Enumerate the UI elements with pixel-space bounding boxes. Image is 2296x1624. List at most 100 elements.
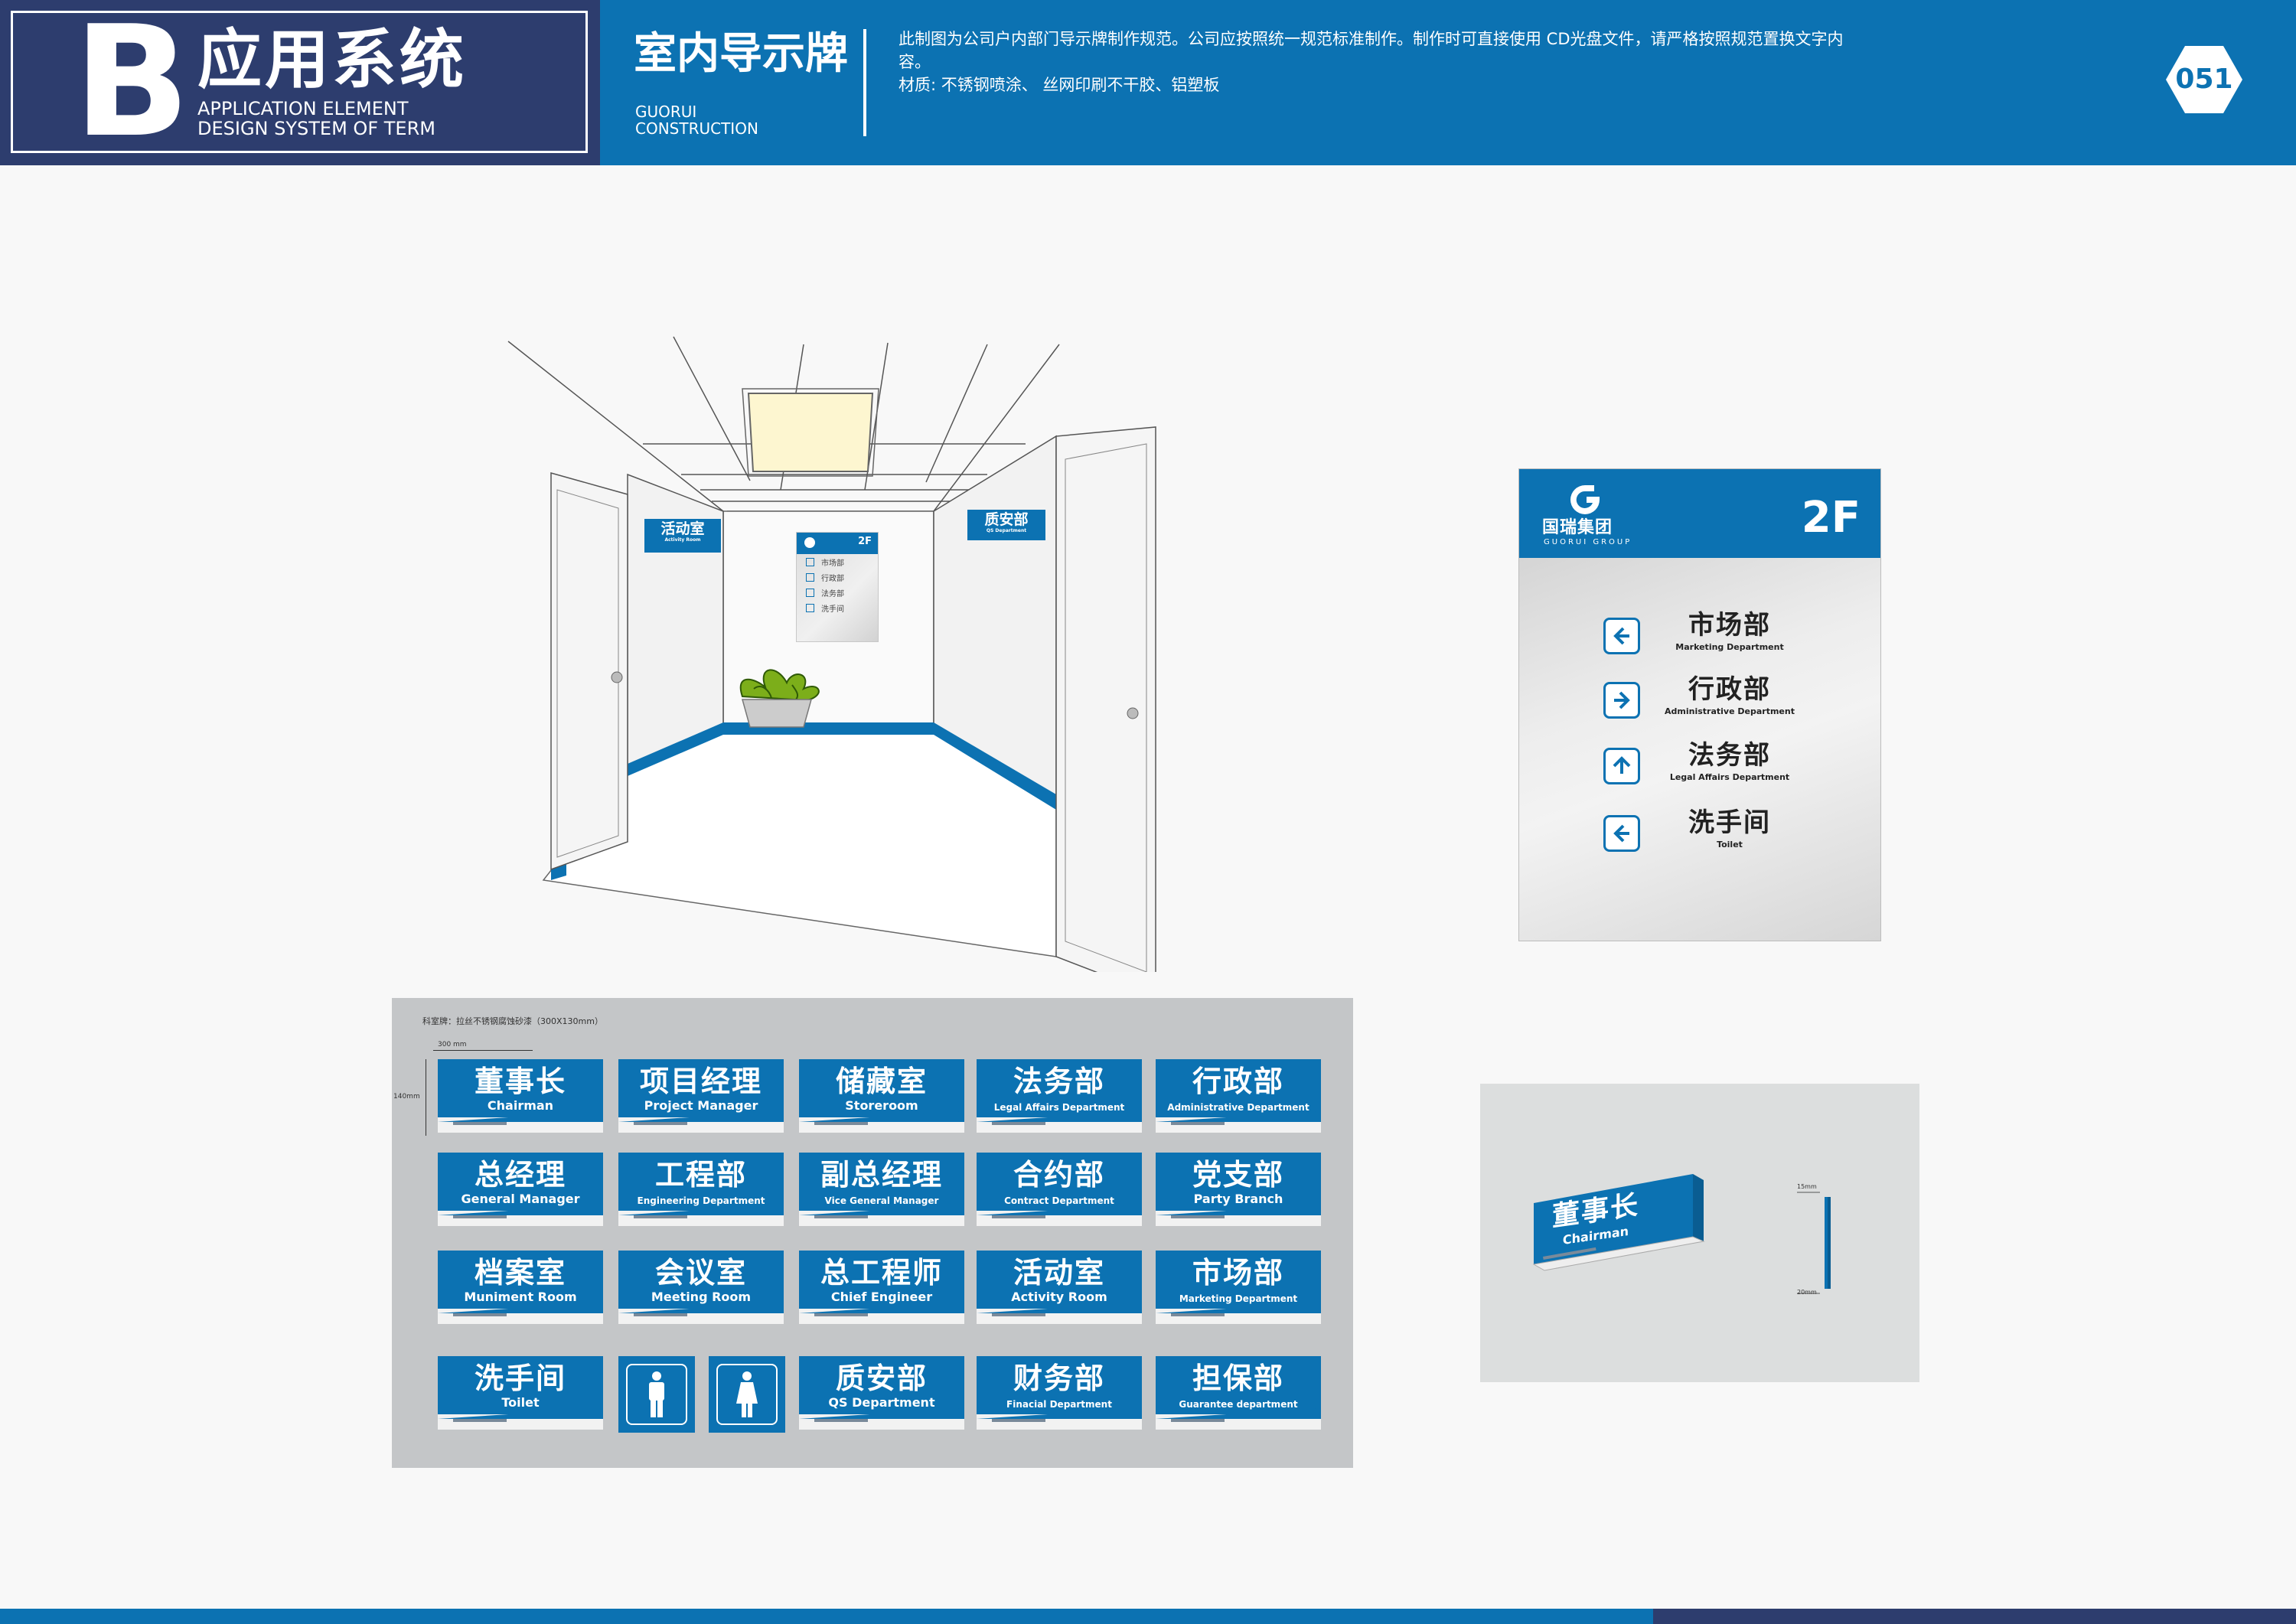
logo-icon bbox=[804, 537, 815, 548]
section-subtitle-line2: CONSTRUCTION bbox=[635, 119, 758, 138]
door-sign-strip bbox=[799, 1211, 964, 1226]
door-sign: 工程部 Engineering Department bbox=[618, 1153, 784, 1226]
arrow-up-icon bbox=[1603, 748, 1640, 784]
door-sign-strip bbox=[1156, 1414, 1321, 1430]
side-view-panel: 董事长 Chairman 15mm 20mm bbox=[1480, 1084, 1919, 1382]
door-sign-cn: 储藏室 bbox=[835, 1065, 928, 1098]
door-sign-cn: 工程部 bbox=[654, 1158, 747, 1192]
door-sign-en: Project Manager bbox=[644, 1098, 758, 1113]
door-sign-cn: 会议室 bbox=[654, 1256, 747, 1290]
floor-directory-board: 国瑞集团 GUORUI GROUP 2F 市场部 Marketing Depar… bbox=[1518, 468, 1881, 941]
brand-subtitle-line1: APPLICATION ELEMENT bbox=[197, 98, 409, 119]
door-sign: 档案室 Muniment Room bbox=[438, 1251, 603, 1324]
corridor-board-header: 2F bbox=[797, 533, 878, 554]
door-sign-cn: 档案室 bbox=[474, 1256, 566, 1290]
corridor-board-row: 行政部 bbox=[806, 569, 878, 585]
dimension-top-label: 15mm bbox=[1797, 1183, 1817, 1190]
door-sign-cn: 财务部 bbox=[1013, 1361, 1105, 1395]
directory-row-cn: 行政部 bbox=[1688, 674, 1771, 705]
door-sign: 项目经理 Project Manager bbox=[618, 1059, 784, 1133]
door-sign-en: Legal Affairs Department bbox=[993, 1102, 1125, 1113]
description-line2: 材质: 不锈钢喷涂、 丝网印刷不干胶、铝塑板 bbox=[899, 76, 1220, 94]
door-sign-strip bbox=[1156, 1117, 1321, 1133]
door-sign-en: Party Branch bbox=[1193, 1192, 1283, 1206]
door-sign: 法务部 Legal Affairs Department bbox=[977, 1059, 1142, 1133]
header-divider bbox=[863, 29, 866, 136]
door-sign-cn: 质安部 bbox=[835, 1361, 928, 1395]
dimension-bottom-label: 20mm bbox=[1797, 1289, 1817, 1296]
corridor-sign-right-en: QS Department bbox=[986, 528, 1027, 533]
door-sign-strip bbox=[438, 1309, 603, 1324]
brand-block: B 应用系统 APPLICATION ELEMENT DESIGN SYSTEM… bbox=[0, 0, 600, 165]
corridor-sign-right: 质安部 QS Department bbox=[967, 510, 1045, 540]
door-sign-cn: 担保部 bbox=[1192, 1361, 1284, 1395]
directory-logo-en: GUORUI GROUP bbox=[1544, 538, 1632, 546]
door-sign-en: Finacial Department bbox=[1006, 1399, 1112, 1410]
directory-row-en: Legal Affairs Department bbox=[1669, 772, 1790, 782]
corridor-directory-board: 2F 市场部 行政部 法务部 洗手间 bbox=[796, 532, 879, 642]
arrow-icon bbox=[806, 604, 814, 612]
arrow-icon bbox=[806, 573, 814, 582]
door-sign-strip bbox=[977, 1309, 1142, 1324]
directory-row-cn: 洗手间 bbox=[1688, 807, 1771, 838]
door-sign: 副总经理 Vice General Manager bbox=[799, 1153, 964, 1226]
door-sign-en: Toilet bbox=[501, 1395, 540, 1410]
male-toilet-icon bbox=[649, 1371, 664, 1417]
door-sign: 总经理 General Manager bbox=[438, 1153, 603, 1226]
toilet-sign-male bbox=[618, 1356, 695, 1433]
dimension-height-label: 140mm bbox=[393, 1093, 420, 1101]
description-line1: 此制图为公司户内部门导示牌制作规范。公司应按照统一规范标准制作。制作时可直接使用… bbox=[899, 30, 1844, 71]
directory-row: 市场部 Marketing Department bbox=[1519, 607, 1880, 660]
door-sign-en: Engineering Department bbox=[637, 1195, 765, 1206]
side-view-sign-drawing bbox=[1532, 1174, 1831, 1294]
directory-logo-cn: 国瑞集团 bbox=[1542, 518, 1613, 537]
door-sign: 洗手间 Toilet bbox=[438, 1356, 603, 1430]
door-sign: 合约部 Contract Department bbox=[977, 1153, 1142, 1226]
directory-row-en: Toilet bbox=[1717, 840, 1743, 850]
corridor-sign-left: 活动室 Activity Room bbox=[644, 519, 721, 553]
footer-bar-blue bbox=[0, 1609, 1653, 1624]
directory-row-cn: 法务部 bbox=[1688, 740, 1771, 771]
door-sign-en: Meeting Room bbox=[651, 1290, 752, 1304]
door-sign-cn: 洗手间 bbox=[474, 1361, 566, 1395]
door-sign-strip bbox=[618, 1117, 784, 1133]
brand-subtitle-line2: DESIGN SYSTEM OF TERM bbox=[197, 118, 435, 139]
directory-row-en: Administrative Department bbox=[1665, 706, 1795, 716]
footer-bar-navy bbox=[1653, 1609, 2296, 1624]
door-sign-grid-panel: 科室牌：拉丝不锈钢腐蚀砂漆（300X130mm） 300 mm 140mm 董事… bbox=[392, 998, 1353, 1468]
page-number-badge: 051 bbox=[2166, 46, 2242, 113]
directory-row: 行政部 Administrative Department bbox=[1519, 671, 1880, 725]
brand-title: 应用系统 bbox=[197, 22, 468, 97]
door-sign-cn: 市场部 bbox=[1192, 1256, 1284, 1290]
door-sign-cn: 行政部 bbox=[1192, 1065, 1284, 1098]
door-sign: 质安部 QS Department bbox=[799, 1356, 964, 1430]
section-title: 室内导示牌 bbox=[634, 29, 848, 79]
door-sign-strip bbox=[438, 1117, 603, 1133]
guorui-logo-icon bbox=[1570, 485, 1600, 514]
door-sign: 会议室 Meeting Room bbox=[618, 1251, 784, 1324]
brand-frame bbox=[11, 11, 588, 153]
door-sign-strip bbox=[618, 1309, 784, 1324]
door-sign-en: Chief Engineer bbox=[830, 1290, 933, 1304]
door-sign-en: Vice General Manager bbox=[824, 1195, 939, 1206]
female-toilet-icon bbox=[736, 1371, 758, 1417]
corridor-sign-right-cn: 质安部 bbox=[984, 511, 1029, 528]
directory-floor-number: 2F bbox=[1801, 493, 1861, 543]
arrow-right-icon bbox=[1603, 682, 1640, 719]
door-sign-strip bbox=[799, 1309, 964, 1324]
corridor-board-floor: 2F bbox=[858, 536, 872, 547]
door-sign: 市场部 Marketing Department bbox=[1156, 1251, 1321, 1324]
door-sign-strip bbox=[438, 1414, 603, 1430]
door-sign: 担保部 Guarantee department bbox=[1156, 1356, 1321, 1430]
door-sign-en: Chairman bbox=[487, 1098, 554, 1113]
door-sign-strip bbox=[799, 1414, 964, 1430]
toilet-sign-frame bbox=[626, 1364, 687, 1425]
door-sign-cn: 董事长 bbox=[474, 1065, 566, 1098]
arrow-left-icon bbox=[1603, 815, 1640, 852]
door-sign: 储藏室 Storeroom bbox=[799, 1059, 964, 1133]
section-subtitle-line1: GUORUI bbox=[635, 103, 697, 121]
door-sign-en: Muniment Room bbox=[464, 1290, 577, 1304]
door-sign-cn: 法务部 bbox=[1013, 1065, 1105, 1098]
door-sign: 行政部 Administrative Department bbox=[1156, 1059, 1321, 1133]
door-sign-cn: 总工程师 bbox=[820, 1256, 943, 1290]
